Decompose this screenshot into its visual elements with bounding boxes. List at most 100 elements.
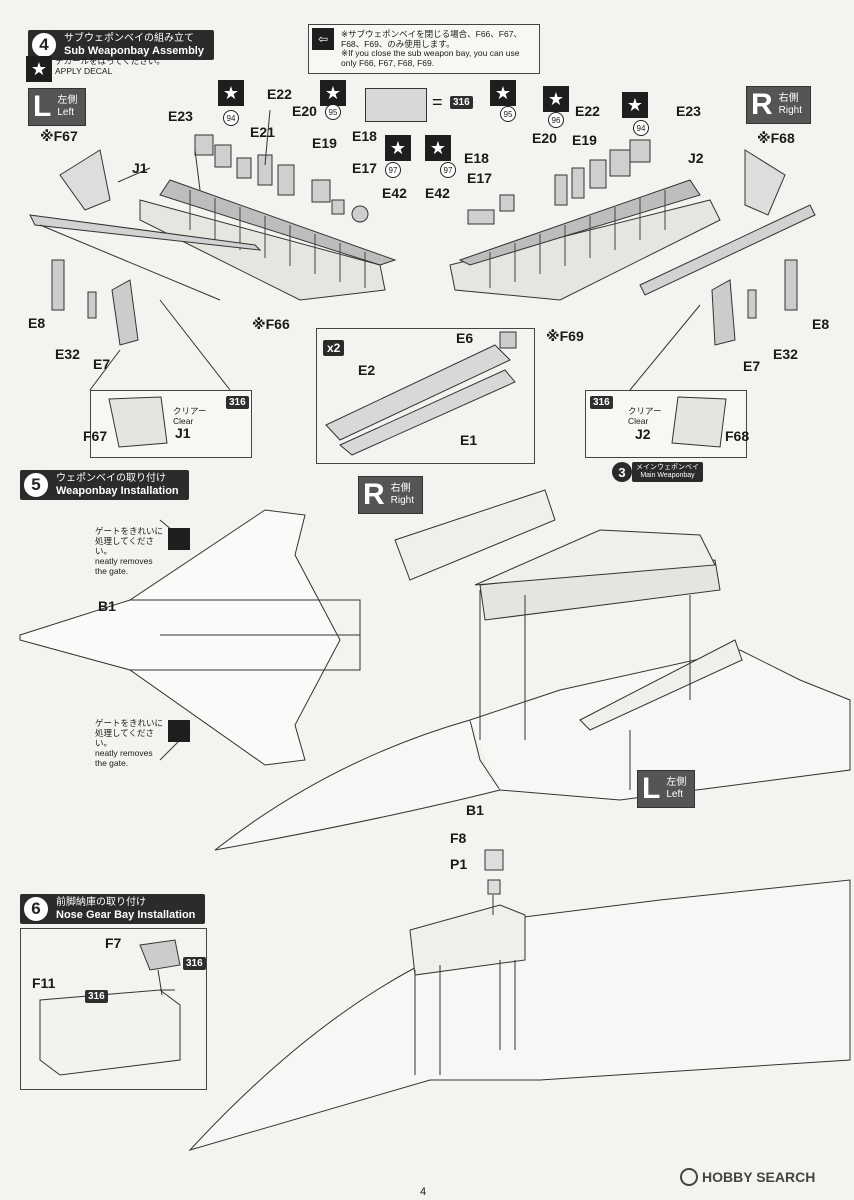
step-title-en: Weaponbay Installation — [56, 485, 179, 497]
part-label: J2 — [688, 150, 704, 166]
side-letter: L — [33, 90, 52, 123]
paint-code-badge: 316 — [85, 990, 108, 1003]
quantity-badge: x2 — [323, 340, 345, 356]
side-letter: R — [751, 88, 773, 121]
part-label: F8 — [450, 830, 467, 846]
part-label: E18 — [352, 128, 377, 144]
part-label: J2 — [635, 426, 651, 442]
part-label: E2 — [358, 362, 376, 378]
step-title-jp: 前脚納庫の取り付け — [56, 897, 146, 908]
part-label: E42 — [425, 185, 450, 201]
main-bay-tag: メインウェポンベイ Main Weaponbay — [632, 462, 703, 482]
f67-grille-drawing — [108, 396, 168, 448]
clear-jp: クリアー — [628, 406, 662, 416]
part-label: E17 — [352, 160, 377, 176]
step-5-header: 5 ウェポンベイの取り付け Weaponbay Installation — [20, 470, 189, 500]
part-label: E23 — [168, 108, 193, 124]
gate-note-en: neatly removes the gate. — [95, 748, 153, 768]
decal-note-en: APPLY DECAL — [55, 66, 113, 76]
step-title-en: Nose Gear Bay Installation — [56, 909, 196, 921]
side-en: Right — [390, 495, 415, 506]
part-label: E22 — [575, 103, 600, 119]
decal-star-icon: ★ — [622, 92, 648, 118]
step-number: 6 — [22, 895, 50, 923]
right-side-tag: R 右側 Right — [746, 86, 812, 124]
part-label: F11 — [32, 975, 56, 991]
step-number: 4 — [30, 31, 58, 59]
clear-en: Clear — [628, 416, 649, 426]
part-label: ※F69 — [546, 328, 584, 344]
paint-code-badge: 316 — [226, 396, 249, 409]
part-label: B1 — [466, 802, 484, 818]
decal-star-icon: ★ — [218, 80, 244, 106]
gate-note-jp: ゲートをきれいに処理してください。 — [95, 526, 164, 556]
paint-code-badge: 316 — [590, 396, 613, 409]
left-side-tag: L 左側 Left — [637, 770, 696, 808]
f68-grille-drawing — [671, 396, 727, 448]
main-bay-step-ref: 3 — [612, 462, 632, 482]
side-letter: R — [363, 478, 385, 511]
part-label: E7 — [743, 358, 761, 374]
side-en: Left — [57, 107, 75, 118]
part-label: P1 — [450, 856, 468, 872]
part-label: E18 — [464, 150, 489, 166]
arrow-box-icon: ⇦ — [312, 28, 334, 50]
decal-note-jp: デカールをはってください。 — [55, 56, 165, 66]
step-title-jp: サブウェポンベイの組み立て — [64, 33, 194, 44]
part-label: E8 — [28, 315, 46, 331]
paint-code-badge: 316 — [183, 957, 206, 970]
part-label: E32 — [773, 346, 798, 362]
step-4-header: 4 サブウェポンベイの組み立て Sub Weaponbay Assembly — [28, 30, 214, 60]
part-label: J1 — [175, 425, 191, 441]
decal-number: 96 — [548, 112, 564, 128]
decal-number: 95 — [500, 106, 516, 122]
close-note-en: ※If you close the sub weapon bay, you ca… — [341, 48, 520, 68]
part-label: E22 — [267, 86, 292, 102]
decal-note: デカールをはってください。 APPLY DECAL — [55, 56, 165, 76]
close-note-jp: ※サブウェポンベイを閉じる場合、F66、F67、F68、F69、のみ使用します。 — [341, 29, 522, 49]
gate-note-en: neatly removes the gate. — [95, 556, 153, 576]
part-label: F67 — [83, 428, 108, 444]
knife-icon — [168, 528, 190, 550]
gate-note-jp: ゲートをきれいに処理してください。 — [95, 718, 164, 748]
side-letter: L — [642, 772, 661, 805]
part-label: E20 — [532, 130, 557, 146]
side-en: Right — [778, 105, 803, 116]
main-bay-jp: メインウェポンベイ — [636, 464, 699, 471]
main-bay-en: Main Weaponbay — [640, 472, 695, 479]
step-number: 5 — [22, 471, 50, 499]
step-title-jp: ウェポンベイの取り付け — [56, 473, 166, 484]
decal-star-icon: ★ — [320, 80, 346, 106]
side-jp: 左側 — [666, 777, 687, 788]
hobby-search-watermark: HOBBY SEARCH — [680, 1168, 815, 1186]
part-label: E19 — [572, 132, 597, 148]
decal-star-icon: ★ — [490, 80, 516, 106]
decal-star-icon: ★ — [385, 135, 411, 161]
decal-number: 97 — [385, 162, 401, 178]
part-label: E21 — [250, 124, 275, 140]
right-side-tag: R 右側 Right — [358, 476, 424, 514]
clear-label: クリアー Clear — [628, 406, 662, 426]
part-label: E19 — [312, 135, 337, 151]
step-6-header: 6 前脚納庫の取り付け Nose Gear Bay Installation — [20, 894, 206, 924]
decal-number: 97 — [440, 162, 456, 178]
decal-star-icon: ★ — [425, 135, 451, 161]
part-label: E32 — [55, 346, 80, 362]
decal-star-icon: ★ — [543, 86, 569, 112]
part-label: ※F67 — [40, 128, 78, 144]
side-jp: 左側 — [57, 95, 78, 106]
part-label: E20 — [292, 103, 317, 119]
clear-label: クリアー Clear — [173, 406, 207, 426]
decal-number: 94 — [223, 110, 239, 126]
part-label: E1 — [460, 432, 478, 448]
knife-icon — [168, 720, 190, 742]
gate-note-top: ゲートをきれいに処理してください。 neatly removes the gat… — [95, 526, 165, 576]
equals-sign: = — [432, 92, 443, 112]
decal-number: 95 — [325, 104, 341, 120]
clear-jp: クリアー — [173, 406, 207, 416]
close-bay-note-box: ⇦ ※サブウェポンベイを閉じる場合、F66、F67、F68、F69、のみ使用しま… — [308, 24, 540, 74]
gate-note-bottom: ゲートをきれいに処理してください。 neatly removes the gat… — [95, 718, 165, 768]
side-jp: 右側 — [390, 483, 411, 494]
watermark-logo-icon — [680, 1168, 698, 1186]
